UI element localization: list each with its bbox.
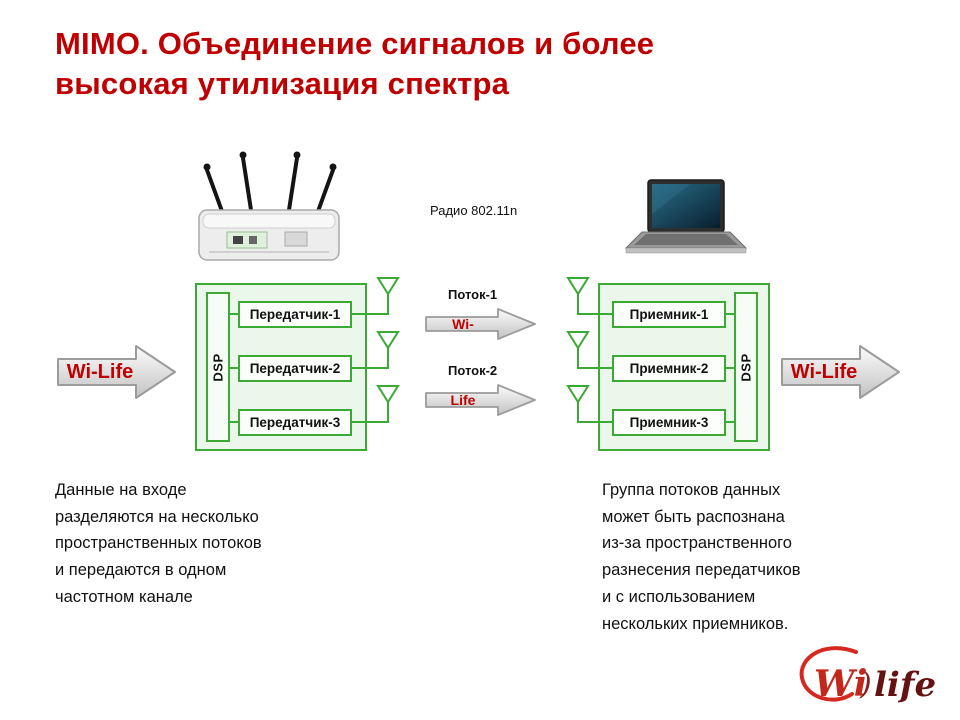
transmitter-box-1: Передатчик-1 (238, 301, 352, 328)
connector-line (351, 367, 389, 369)
connector-line (230, 313, 238, 315)
antenna-icon (566, 331, 590, 369)
dsp-left-box: DSP (206, 292, 230, 442)
connector-line (577, 367, 613, 369)
connector-line (726, 313, 734, 315)
logo-wi-text: Wi (814, 663, 867, 705)
receiver-box-3: Приемник-3 (612, 409, 726, 436)
logo-paren-text: ) (859, 667, 872, 702)
dsp-right-label: DSP (738, 352, 754, 382)
wilife-logo: Wi ) life (799, 646, 936, 705)
connector-line (726, 367, 734, 369)
wi-life-output-arrow (781, 345, 900, 399)
receiver-box-1: Приемник-1 (612, 301, 726, 328)
dsp-left-label: DSP (210, 352, 226, 382)
laptop-image (624, 179, 748, 254)
connector-line (351, 313, 389, 315)
antenna-icon (376, 385, 400, 423)
radio-standard-label: Радио 802.11n (430, 203, 518, 218)
stream1-label: Поток-1 (448, 287, 498, 302)
slide-title: MIMO. Объединение сигналов и более высок… (55, 26, 655, 101)
logo-life-text: life (874, 665, 936, 705)
stream2-label: Поток-2 (448, 363, 498, 378)
transmitter-box-3: Передатчик-3 (238, 409, 352, 436)
caption-receive-side: Группа потоков данных может быть распозн… (602, 481, 801, 633)
wi-life-input-arrow (57, 345, 176, 399)
antenna-icon (566, 277, 590, 315)
connector-line (230, 421, 238, 423)
dsp-right-box: DSP (734, 292, 758, 442)
receiver-box-2: Приемник-2 (612, 355, 726, 382)
antenna-icon (566, 385, 590, 423)
connector-line (230, 367, 238, 369)
antenna-icon (376, 277, 400, 315)
stream1-arrow (425, 308, 536, 340)
connector-line (351, 421, 389, 423)
connector-line (726, 421, 734, 423)
connector-line (577, 313, 613, 315)
router-image (198, 151, 340, 261)
stream2-arrow (425, 384, 536, 416)
transmitter-box-2: Передатчик-2 (238, 355, 352, 382)
connector-line (577, 421, 613, 423)
caption-transmit-side: Данные на входе разделяются на несколько… (55, 481, 262, 606)
antenna-icon (376, 331, 400, 369)
